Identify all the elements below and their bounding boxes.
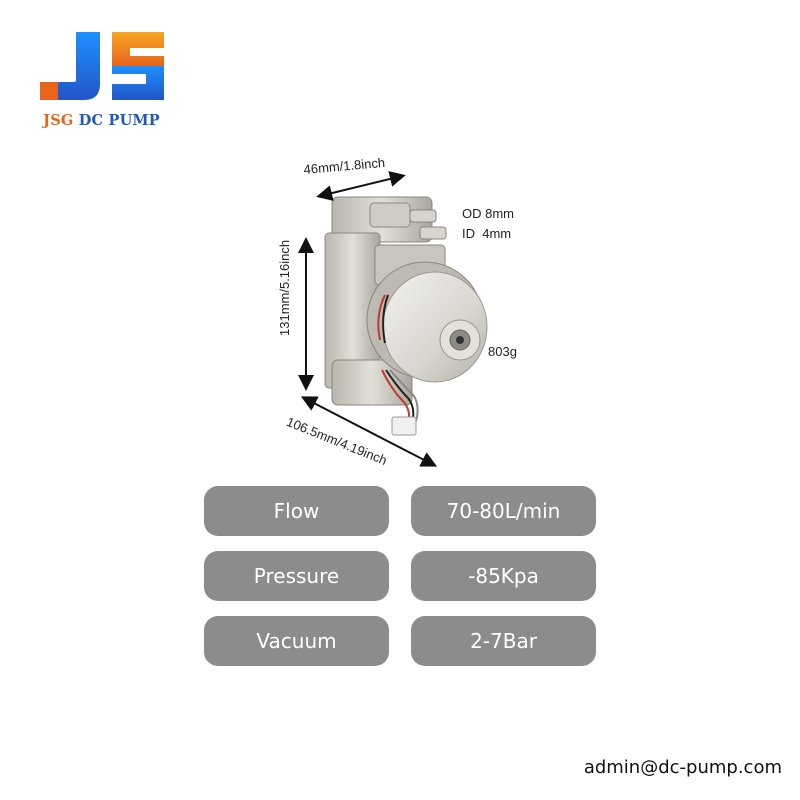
inner-diameter-label: ID 4mm xyxy=(462,226,512,241)
spec-label-vacuum: Vacuum xyxy=(204,616,389,666)
brand-name-part2: DC PUMP xyxy=(78,112,160,129)
spec-value-flow: 70-80L/min xyxy=(411,486,596,536)
outer-diameter-label: OD 8mm xyxy=(462,206,514,221)
pump-photo xyxy=(298,171,488,467)
spec-value-vacuum: 2-7Bar xyxy=(411,616,596,666)
spec-value-pressure: -85Kpa xyxy=(411,551,596,601)
weight-label: 803g xyxy=(488,344,517,359)
spec-label-flow: Flow xyxy=(204,486,389,536)
brand-name-part1: JSG xyxy=(43,112,74,129)
brand-logo: JSG DC PUMP xyxy=(34,28,169,138)
contact-email: admin@dc-pump.com xyxy=(583,757,782,778)
jsg-logo-mark xyxy=(40,32,164,100)
brand-name: JSG DC PUMP xyxy=(34,112,169,129)
spec-label-pressure: Pressure xyxy=(204,551,389,601)
product-image-area xyxy=(270,155,560,475)
height-dimension-label: 131mm/5.16inch xyxy=(277,239,292,336)
